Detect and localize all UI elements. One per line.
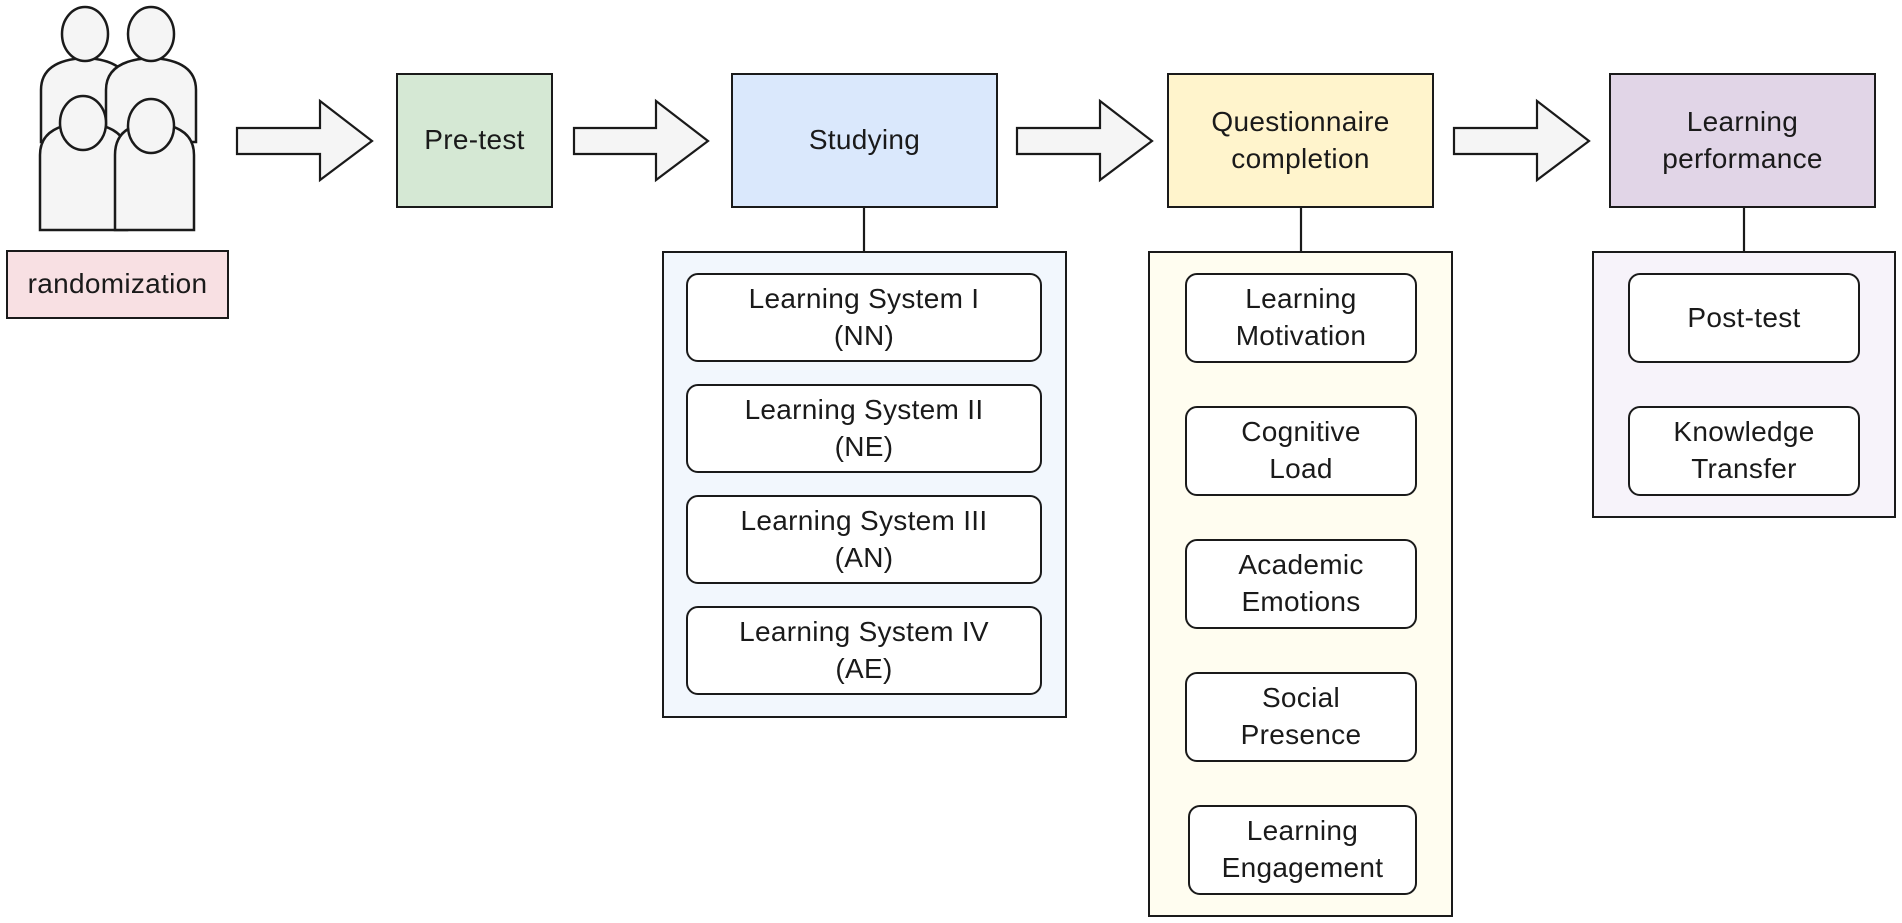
learning-system-2: Learning System II (NE): [686, 384, 1042, 473]
stage-studying-label: Studying: [808, 124, 921, 156]
learning-system-2-label: Learning System II (NE): [744, 393, 984, 462]
social-presence-label: Social Presence: [1240, 682, 1362, 750]
flow-arrow-2: [572, 98, 710, 183]
learning-system-4: Learning System IV (AE): [686, 606, 1042, 695]
flow-arrow-3: [1015, 98, 1154, 183]
learning-motivation-label: Learning Motivation: [1235, 283, 1367, 351]
learning-engagement-label: Learning Engagement: [1221, 815, 1384, 883]
flow-arrow-1: [235, 98, 374, 183]
social-presence: Social Presence: [1185, 672, 1417, 762]
learning-system-4-label: Learning System IV (AE): [739, 615, 989, 684]
learning-system-3-label: Learning System III (AN): [740, 504, 988, 573]
stage-questionnaire: Questionnaire completion: [1167, 73, 1434, 208]
learning-system-1-label: Learning System I (NN): [748, 282, 980, 351]
learning-motivation: Learning Motivation: [1185, 273, 1417, 363]
post-test-label: Post-test: [1687, 301, 1801, 333]
learning-system-1: Learning System I (NN): [686, 273, 1042, 362]
stage-studying: Studying: [731, 73, 998, 208]
post-test: Post-test: [1628, 273, 1860, 363]
stage-learning-performance: Learning performance: [1609, 73, 1876, 208]
academic-emotions-label: Academic Emotions: [1238, 549, 1364, 617]
stage-pretest: Pre-test: [396, 73, 553, 208]
stage-pretest-label: Pre-test: [424, 124, 525, 156]
cognitive-load: Cognitive Load: [1185, 406, 1417, 496]
learning-system-3: Learning System III (AN): [686, 495, 1042, 584]
people-group-icon: [38, 5, 198, 232]
cognitive-load-label: Cognitive Load: [1241, 416, 1361, 484]
randomization-label: randomization: [6, 250, 229, 319]
academic-emotions: Academic Emotions: [1185, 539, 1417, 629]
randomization-text: randomization: [27, 268, 208, 300]
flow-arrow-4: [1452, 98, 1591, 183]
knowledge-transfer: Knowledge Transfer: [1628, 406, 1860, 496]
stage-questionnaire-label: Questionnaire completion: [1211, 105, 1390, 174]
stage-learning-performance-label: Learning performance: [1662, 105, 1823, 174]
knowledge-transfer-label: Knowledge Transfer: [1673, 416, 1815, 484]
learning-engagement: Learning Engagement: [1188, 805, 1417, 895]
